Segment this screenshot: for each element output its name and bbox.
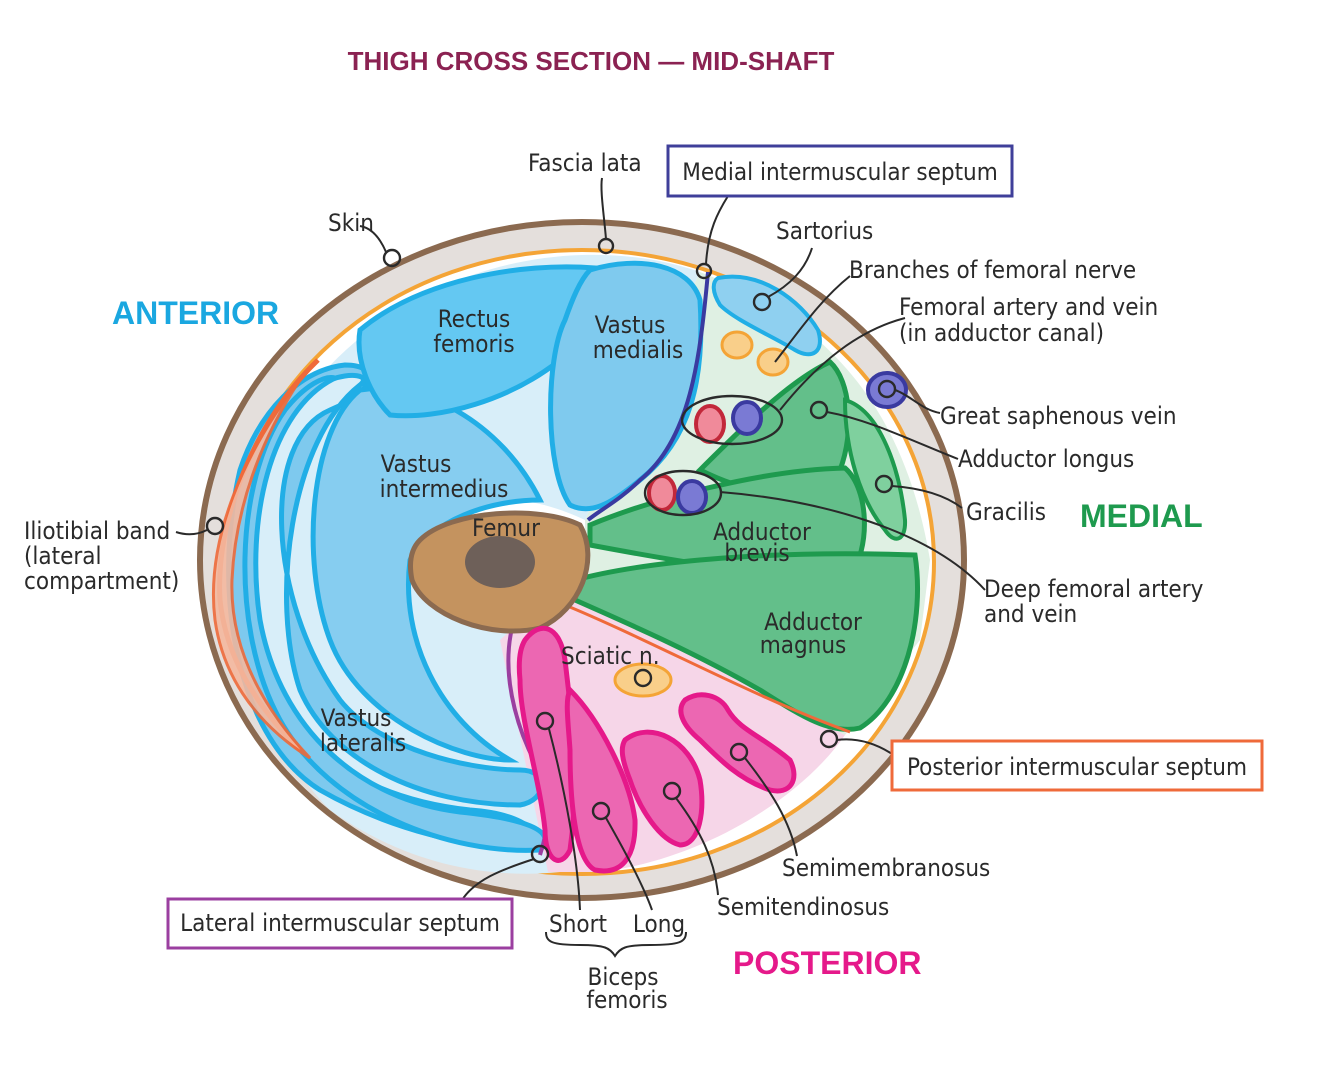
- skin-label: Skin: [328, 209, 374, 237]
- semitendinosus-label: Semitendinosus: [717, 893, 889, 921]
- iliotibial-label-1: Iliotibial band: [24, 517, 170, 545]
- femoral-vein: [731, 400, 763, 436]
- biceps-femoris-label-1: Biceps: [588, 963, 659, 991]
- biceps-short-label: Short: [549, 910, 607, 938]
- femur-marrow: [465, 536, 535, 588]
- sartorius-label: Sartorius: [776, 217, 873, 245]
- posterior-septum-label: Posterior intermuscular septum: [907, 753, 1247, 781]
- vastus-intermedius: [310, 386, 545, 763]
- medial-septum-label: Medial intermuscular septum: [682, 158, 998, 186]
- semimembranosus-label: Semimembranosus: [782, 854, 990, 882]
- medial-septum-box: [666, 144, 1014, 198]
- adductor-magnus: [572, 551, 920, 732]
- biceps-femoris-label-2: femoris: [586, 986, 667, 1014]
- posterior-septum-line: [564, 603, 851, 734]
- adductor-magnus-label-1: Adductor: [764, 608, 862, 636]
- medial-label: MEDIAL: [1080, 498, 1203, 534]
- posterior-septum-box: [890, 739, 1264, 792]
- iliotibial-label-2: (lateral: [24, 542, 102, 570]
- adductor-longus-label: Adductor longus: [958, 445, 1134, 473]
- femoral-nerve-branch-2: [756, 347, 790, 377]
- femoral-artery: [694, 404, 726, 444]
- sciatic-nerve: [613, 662, 673, 698]
- vastus-intermedius-label-1: Vastus: [381, 450, 452, 478]
- gracilis: [842, 397, 908, 541]
- femoral-artery-vein-label-1: Femoral artery and vein: [899, 293, 1158, 321]
- adductor-magnus-label-2: magnus: [760, 631, 847, 659]
- gracilis-label: Gracilis: [966, 498, 1046, 526]
- great-saphenous-vein: [866, 371, 908, 409]
- medial-septum-line: [586, 271, 710, 522]
- vastus-lateralis-label-2: lateralis: [320, 729, 406, 757]
- branches-femoral-nerve-label: Branches of femoral nerve: [849, 256, 1136, 284]
- fascia-lata-label: Fascia lata: [528, 149, 642, 177]
- leader-lines: [175, 177, 986, 958]
- vastus-lateralis-label-1: Vastus: [321, 704, 392, 732]
- deep-femoral-label-2: and vein: [984, 600, 1077, 628]
- page-title: THIGH CROSS SECTION — MID-SHAFT: [348, 46, 835, 76]
- semitendinosus: [619, 729, 705, 848]
- semimembranosus: [678, 692, 797, 794]
- femur-label: Femur: [472, 514, 540, 542]
- deep-femoral-artery: [647, 474, 677, 512]
- sartorius: [711, 274, 822, 357]
- iliotibial-label-3: compartment): [24, 567, 179, 595]
- biceps-femoris-short-head: [516, 626, 578, 863]
- deep-femoral-vein: [676, 479, 708, 515]
- biceps-long-label: Long: [633, 910, 685, 938]
- anterior-label: ANTERIOR: [112, 295, 279, 331]
- deep-femoral-label-1: Deep femoral artery: [984, 575, 1204, 603]
- vastus-medialis-label-1: Vastus: [595, 311, 666, 339]
- posterior-label: POSTERIOR: [733, 945, 921, 981]
- rectus-femoris-label-1: Rectus: [438, 305, 510, 333]
- femoral-nerve-branch-1: [720, 330, 754, 360]
- vastus-medialis-label-2: medialis: [593, 336, 684, 364]
- vastus-intermedius-label-2: intermedius: [380, 475, 509, 503]
- adductor-brevis-label-2: brevis: [724, 539, 789, 567]
- lateral-septum-label: Lateral intermuscular septum: [180, 909, 500, 937]
- adductor-brevis-label-1: Adductor: [713, 518, 811, 546]
- femoral-artery-vein-label-2: (in adductor canal): [899, 319, 1104, 347]
- biceps-femoris-long-head: [564, 685, 638, 874]
- sciatic-label: Sciatic n.: [561, 642, 660, 670]
- great-saphenous-vein-label: Great saphenous vein: [940, 402, 1177, 430]
- rectus-femoris-label-2: femoris: [433, 330, 514, 358]
- lateral-septum-box: [166, 897, 514, 950]
